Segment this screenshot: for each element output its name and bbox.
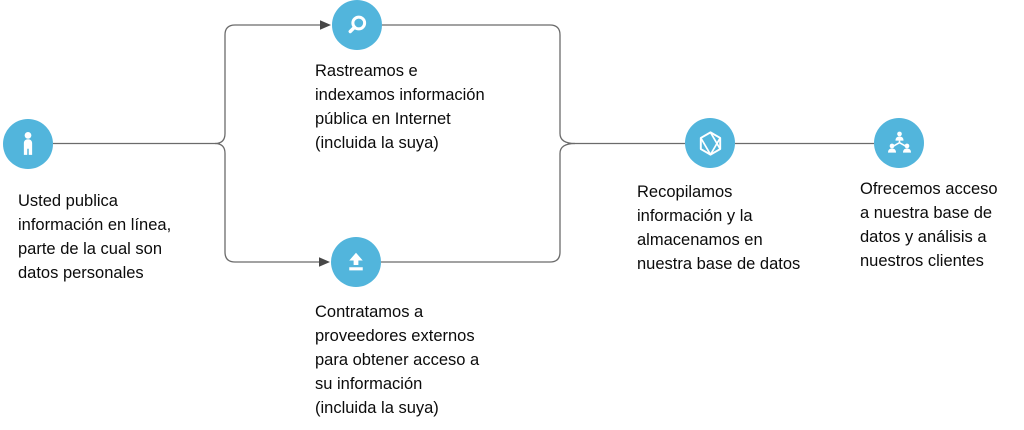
vendors-node-circle	[331, 237, 381, 287]
store-node-label: Recopilamos información y la almacenamos…	[637, 183, 801, 273]
connector-split-to-crawl	[214, 24, 320, 145]
crawl-node-circle	[332, 0, 382, 50]
hexagon-data-icon	[699, 130, 721, 156]
clients-node-circle	[874, 118, 924, 168]
connector-vendors-to-merge	[381, 142, 576, 263]
person-icon	[23, 132, 33, 155]
org-hierarchy-icon	[887, 131, 911, 153]
arrowhead-crawl	[320, 20, 331, 30]
clients-node-label: Ofrecemos acceso a nuestra base de datos…	[860, 180, 998, 270]
vendors-node-label: Contratamos a proveedores externos para …	[315, 303, 480, 417]
arrowhead-vendors	[319, 257, 330, 267]
store-node-circle	[685, 118, 735, 168]
upload-icon	[349, 252, 363, 271]
connector-split-to-vendors	[214, 142, 319, 263]
user-node-circle	[3, 119, 53, 169]
crawl-node-label: Rastreamos e indexamos información públi…	[315, 62, 485, 152]
search-icon	[348, 15, 367, 34]
connector-crawl-to-merge	[382, 24, 576, 145]
user-node-label: Usted publica información en línea, part…	[18, 192, 172, 282]
